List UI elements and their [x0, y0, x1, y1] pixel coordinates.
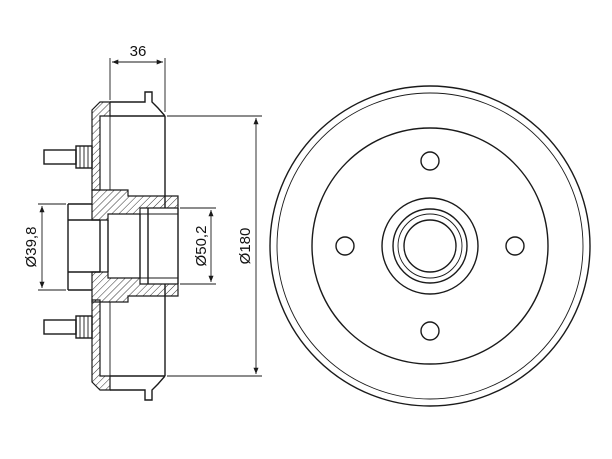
dimension-bore-small: Ø39,8 — [23, 203, 66, 291]
bore-small-label: Ø39,8 — [23, 227, 40, 268]
bolt-hole-left — [335, 236, 355, 256]
dimension-bore-large: Ø50,2 — [180, 207, 216, 285]
bolt-hole-right — [505, 236, 525, 256]
bolt-hole-top — [420, 151, 440, 171]
drum-wall-top — [91, 101, 111, 191]
front-view — [269, 85, 591, 407]
width-label: 36 — [130, 43, 147, 60]
dimension-width: 36 — [109, 43, 166, 112]
bolt-hole-bottom — [420, 321, 440, 341]
hub-bore — [67, 203, 179, 291]
hub-ring-inner — [397, 213, 463, 279]
wheel-stud-top — [43, 145, 93, 169]
wheel-stud-bottom — [43, 315, 93, 339]
bore-large-label: Ø50,2 — [193, 226, 210, 267]
hub-bore-front — [403, 219, 457, 273]
drum-diameter-label: Ø180 — [237, 228, 254, 265]
drum-outer-rim-inner — [276, 92, 584, 400]
hub-outer — [381, 197, 479, 295]
dimension-drum-diameter: Ø180 — [167, 115, 262, 377]
drum-face-edge — [311, 127, 549, 365]
drum-wall-bottom — [91, 299, 111, 391]
section-view: 36 Ø39,8 Ø50,2 Ø180 — [23, 43, 262, 401]
hub-ring — [392, 208, 468, 284]
hub-flange-top — [91, 189, 179, 221]
drum-outer-rim — [269, 85, 591, 407]
